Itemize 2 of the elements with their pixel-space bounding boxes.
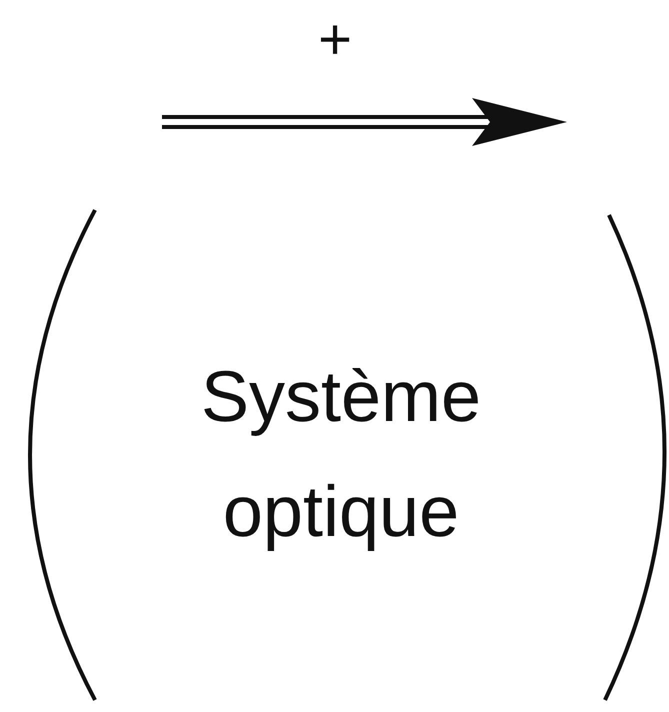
sign-label: +	[318, 11, 352, 69]
node-label: Système optique	[200, 356, 482, 554]
